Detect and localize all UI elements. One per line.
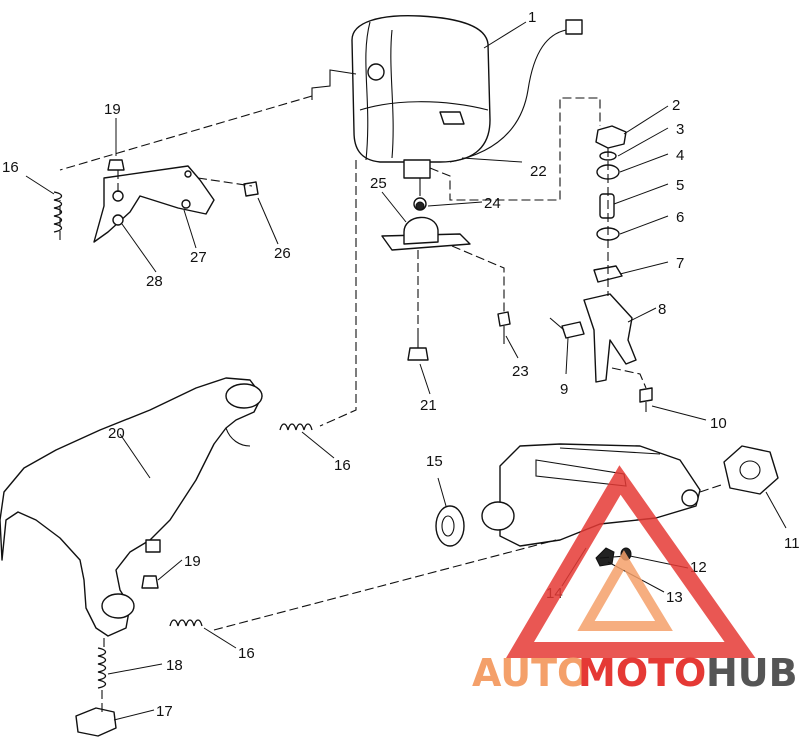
spring-18 (97, 647, 107, 689)
gasket-11 (723, 445, 779, 495)
callout-11: 11 (784, 535, 800, 552)
callout-4: 4 (676, 147, 684, 164)
callout-24: 24 (484, 195, 501, 212)
callout-27: 27 (190, 249, 207, 266)
exhaust-pipe-20 (0, 377, 263, 637)
stud-26 (243, 181, 259, 197)
callout-19a: 19 (104, 101, 121, 118)
callout-16a: 16 (2, 159, 19, 176)
callout-23: 23 (512, 363, 529, 380)
watermark-auto: AUTO (472, 651, 589, 695)
wire-connector (565, 19, 583, 35)
bracket-8 (549, 293, 653, 412)
callout-8: 8 (658, 301, 666, 318)
callout-28: 28 (146, 273, 163, 290)
grommet-24 (415, 201, 425, 211)
callout-15: 15 (426, 453, 443, 470)
bolt-21 (407, 330, 429, 361)
grommet-15 (435, 505, 465, 547)
callout-21: 21 (420, 397, 437, 414)
callout-6: 6 (676, 209, 684, 226)
callout-16c: 16 (238, 645, 255, 662)
callout-25: 25 (370, 175, 387, 192)
spring-16c (169, 619, 203, 627)
hardware-stack (593, 125, 627, 283)
muffler-body-14 (481, 443, 701, 547)
callout-7: 7 (676, 255, 684, 272)
callout-10: 10 (710, 415, 727, 432)
callout-26: 26 (274, 245, 291, 262)
callout-19b: 19 (184, 553, 201, 570)
rubber-bumper-19b (141, 575, 159, 589)
callout-5: 5 (676, 177, 684, 194)
callout-2: 2 (672, 97, 680, 114)
watermark-hub: HUB (706, 651, 798, 695)
callout-18: 18 (166, 657, 183, 674)
callout-16b: 16 (334, 457, 351, 474)
callout-3: 3 (676, 121, 684, 138)
rubber-bumper-19 (107, 159, 125, 171)
nut-13 (595, 547, 615, 567)
callout-1: 1 (528, 9, 536, 26)
flange-plate-17 (75, 707, 117, 737)
callout-13: 13 (666, 589, 683, 606)
clip-23 (497, 311, 511, 344)
callout-20: 20 (108, 425, 125, 442)
automotohub-watermark: AUTO MOTO HUB (472, 465, 798, 695)
mount-bracket-27 (93, 165, 215, 243)
mount-bracket-25 (381, 178, 471, 251)
callout-9: 9 (560, 381, 568, 398)
spring-16b (279, 423, 313, 431)
callout-22: 22 (530, 163, 547, 180)
spring-16a (53, 191, 63, 233)
watermark-moto: MOTO (578, 651, 706, 695)
muffler-can (311, 15, 491, 179)
callout-17: 17 (156, 703, 173, 720)
